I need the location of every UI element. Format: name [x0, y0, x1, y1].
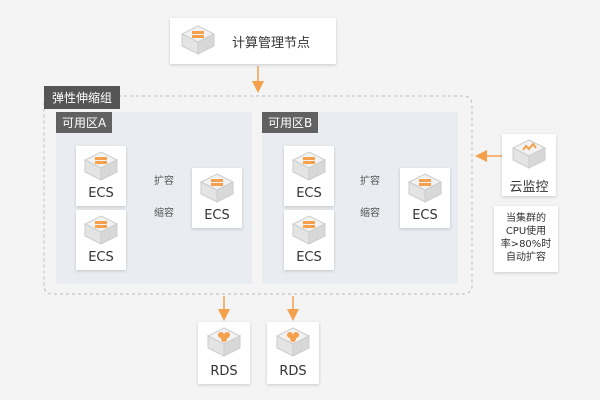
- ecs-label: ECS: [88, 250, 114, 265]
- cloud-monitor: 云监控: [502, 134, 556, 196]
- ecs-b-1: ECS: [284, 146, 334, 206]
- scale-out-label-a: 扩容: [154, 176, 174, 187]
- note-line: 自动扩容: [506, 252, 546, 263]
- control-node-label: 计算管理节点: [232, 36, 311, 51]
- ecs-label: ECS: [296, 186, 322, 201]
- server-icon: [180, 25, 216, 55]
- server-icon: [83, 215, 119, 245]
- server-icon: [291, 151, 327, 181]
- control-node: 计算管理节点: [170, 18, 336, 64]
- scaling-group-border: [43, 95, 473, 295]
- ecs-b-2: ECS: [284, 210, 334, 270]
- scaling-group-title: 弹性伸缩组: [44, 86, 121, 109]
- scale-in-label-b: 缩容: [360, 208, 380, 219]
- database-icon: [275, 327, 311, 357]
- ecs-label: ECS: [296, 250, 322, 265]
- scale-out-label-b: 扩容: [360, 176, 380, 187]
- server-icon: [407, 173, 443, 203]
- rds-label: RDS: [279, 364, 307, 379]
- scale-in-label-a: 缩容: [154, 208, 174, 219]
- database-icon: [206, 327, 242, 357]
- rds-1: RDS: [198, 322, 250, 384]
- zone-b-title: 可用区B: [262, 112, 319, 133]
- monitor-icon: [511, 139, 547, 169]
- ecs-a-1: ECS: [76, 146, 126, 206]
- ecs-label: ECS: [204, 208, 230, 223]
- note-line: 率>80%时: [500, 239, 552, 250]
- ecs-label: ECS: [412, 208, 438, 223]
- note-line: CPU使用: [505, 226, 547, 237]
- server-icon: [83, 151, 119, 181]
- scaling-rule-note: 当集群的 CPU使用 率>80%时 自动扩容: [494, 206, 558, 272]
- zone-a-title: 可用区A: [56, 112, 113, 133]
- monitor-label: 云监控: [509, 180, 549, 195]
- rds-2: RDS: [267, 322, 319, 384]
- ecs-b-new: ECS: [400, 168, 450, 228]
- ecs-label: ECS: [88, 186, 114, 201]
- note-line: 当集群的: [506, 213, 546, 224]
- ecs-a-new: ECS: [192, 168, 242, 228]
- server-icon: [291, 215, 327, 245]
- ecs-a-2: ECS: [76, 210, 126, 270]
- server-icon: [199, 173, 235, 203]
- rds-label: RDS: [210, 364, 238, 379]
